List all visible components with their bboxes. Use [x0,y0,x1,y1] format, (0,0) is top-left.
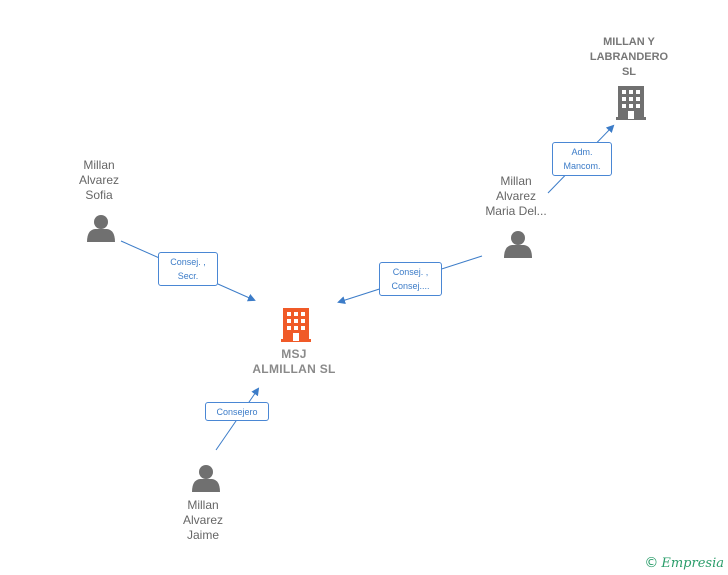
copyright-icon: © [644,555,659,571]
person-icon[interactable] [192,465,220,492]
person-icon[interactable] [87,215,115,242]
company-building-icon[interactable] [281,308,311,342]
relation-label-jaime: Consejero [205,402,269,421]
company-building-icon[interactable] [616,86,646,120]
person-icon[interactable] [504,231,532,258]
brand-name: Empresia [661,556,724,571]
center-company-name[interactable]: MSJ ALMILLAN SL [252,347,336,376]
person-name-jaime[interactable]: Millan Alvarez Jaime [182,498,223,542]
relation-label-sofia: Consej. , Secr. [158,252,218,286]
company-name-millan-y-labrandero[interactable]: MILLAN Y LABRANDERO SL [589,36,669,78]
brand-logo[interactable]: ©Empresia [644,555,724,571]
relation-label-maria-labrandero: Adm. Mancom. [552,142,612,176]
person-name-maria[interactable]: Millan Alvarez Maria Del... [485,174,547,218]
relation-label-maria-center: Consej. , Consej.... [379,262,442,296]
person-name-sofia[interactable]: Millan Alvarez Sofia [78,158,119,202]
